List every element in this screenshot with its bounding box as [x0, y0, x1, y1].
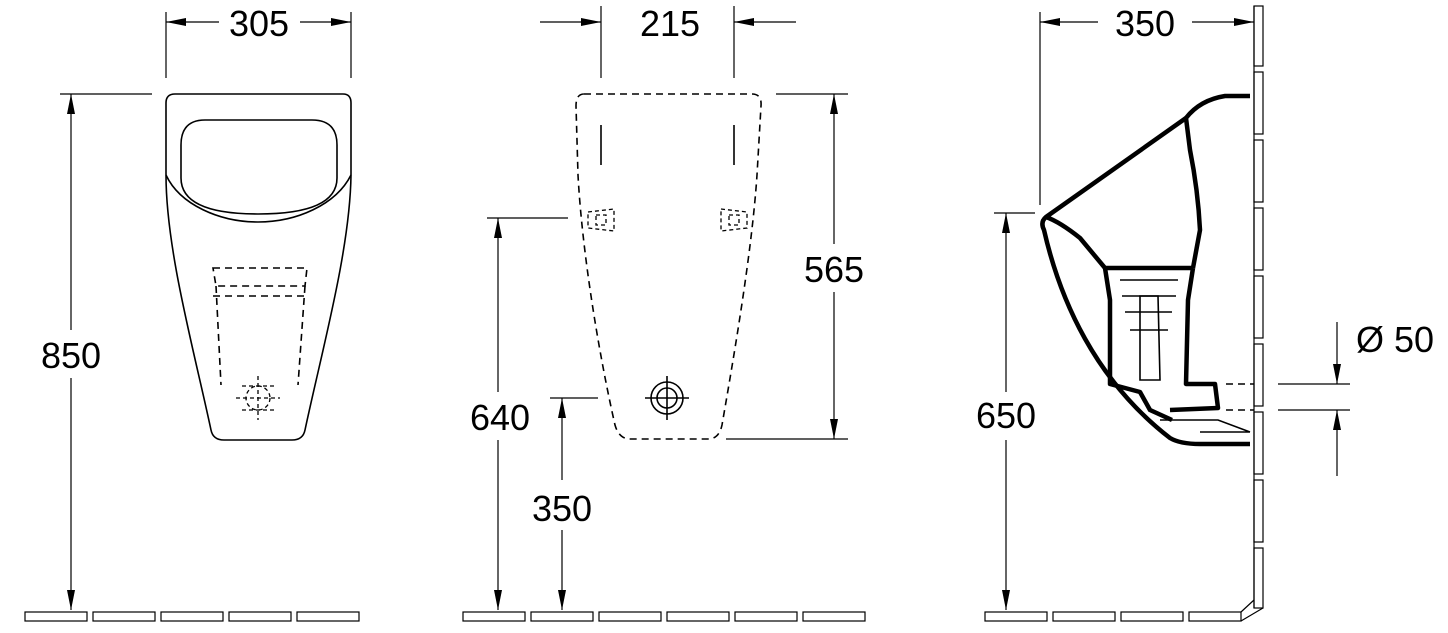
front-height-dimension: 850	[41, 93, 152, 610]
side-outlet-height-dimension: 650	[976, 212, 1036, 610]
rear-waste-outlet	[645, 376, 689, 420]
side-outlet-diameter-dimension: Ø 50	[1278, 319, 1434, 476]
rear-fixing-spacing-dimension: 215	[540, 3, 796, 78]
rear-cistern-span-dimension: 565	[726, 93, 864, 440]
side-outlet-diameter-label: Ø 50	[1356, 319, 1434, 360]
front-floor-tiles	[24, 611, 360, 622]
rear-waste-height-dimension: 350	[532, 397, 598, 610]
side-floor-tiles	[984, 611, 1242, 622]
side-wall	[1240, 5, 1264, 622]
front-bowl-opening	[180, 119, 338, 215]
side-outlet-height-label: 650	[976, 395, 1036, 436]
rear-urinal-outline	[575, 93, 762, 440]
rear-floor-tiles	[462, 611, 866, 622]
front-urinal-outline	[165, 93, 352, 441]
front-height-label: 850	[41, 335, 101, 376]
front-view: 305 850	[24, 3, 360, 622]
front-width-label: 305	[229, 3, 289, 44]
front-width-dimension: 305	[165, 3, 352, 78]
rear-view: 215 640 350 565	[462, 3, 866, 622]
side-view: 350 650 Ø 50	[976, 3, 1434, 622]
rear-fixing-spacing-label: 215	[640, 3, 700, 44]
side-depth-dimension: 350	[1039, 3, 1254, 205]
front-bowl-rim	[165, 174, 352, 223]
front-hidden-siphon	[212, 267, 308, 420]
rear-wall-brackets	[587, 208, 748, 232]
side-depth-label: 350	[1115, 3, 1175, 44]
rear-waste-height-label: 350	[532, 488, 592, 529]
rear-fixing-height-label: 640	[470, 397, 530, 438]
rear-fixing-height-dimension: 640	[470, 217, 568, 610]
side-urinal-section	[1040, 93, 1251, 447]
rear-cistern-span-label: 565	[804, 249, 864, 290]
